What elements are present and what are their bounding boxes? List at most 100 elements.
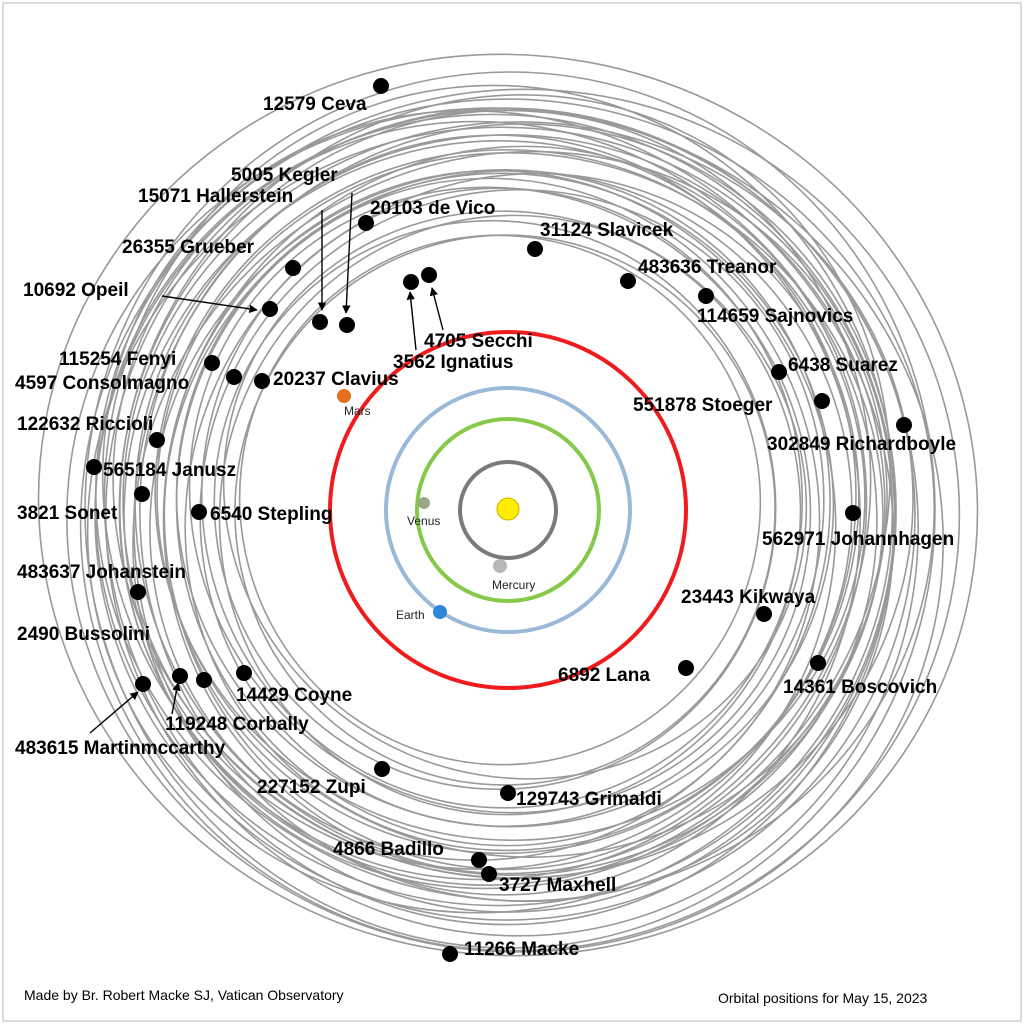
asteroid-suarez [771,364,787,380]
asteroid-orbit [118,109,872,881]
credit-author: Made by Br. Robert Macke SJ, Vatican Obs… [24,987,344,1003]
asteroid-secchi [421,267,437,283]
asteroid-maxhell [481,866,497,882]
label-venus: Venus [407,514,440,528]
orbit-mercury [458,460,558,560]
label-riccioli: 122632 Riccioli [17,414,153,435]
arrow-opeil [161,295,258,314]
label-de-vico: 20103 de Vico [370,198,495,219]
asteroid-stepling [191,504,207,520]
asteroid-ceva [373,78,389,94]
label-stoeger: 551878 Stoeger [633,395,773,416]
asteroid-fenyi [204,355,220,371]
label-mars: Mars [344,404,371,418]
arrow-ignatius [406,291,417,351]
label-sajnovics: 114659 Sajnovics [697,306,853,327]
planet-earth [433,605,447,619]
asteroid-orbit [175,177,821,847]
asteroid-johannhagen [845,505,861,521]
asteroid-orbit [133,123,897,913]
asteroid-kikwaya [756,606,772,622]
asteroid-orbit [156,152,884,858]
asteroid-coyne [236,665,252,681]
planet-mercury [493,559,507,573]
asteroid-orbit [163,169,837,871]
label-ceva: 12579 Ceva [263,94,367,115]
label-mercury: Mercury [492,578,535,592]
asteroid-grimaldi [500,785,516,801]
label-slavicek: 31124 Slavicek [540,220,674,241]
asteroid-sonet [134,486,150,502]
asteroid-janusz [86,459,102,475]
label-grueber: 26355 Grueber [122,237,255,258]
orbit-earth [384,386,632,634]
label-clavius: 20237 Clavius [273,369,399,390]
asteroid-riccioli [149,432,165,448]
credit-date: Orbital positions for May 15, 2023 [718,990,928,1006]
label-macke: 11266 Macke [464,939,579,960]
label-ignatius: 3562 Ignatius [393,352,513,373]
asteroid-macke [442,946,458,962]
pointer-arrows [89,192,444,734]
asteroid-orbit [222,210,808,780]
asteroid-lana [678,660,694,676]
label-zupi: 227152 Zupi [257,777,366,798]
asteroid-orbit [149,169,831,861]
planet-orbits [328,330,688,690]
label-richardboyle: 302849 Richardboyle [767,434,956,455]
planet-mars [337,389,351,403]
asteroid-opeil [262,301,278,317]
label-corbally: 119248 Corbally [165,714,309,735]
asteroid-orbit [201,187,803,809]
label-maxhell: 3727 Maxhell [499,875,616,896]
label-johannhagen: 562971 Johannhagen [762,529,954,550]
asteroid-grueber [285,260,301,276]
label-opeil: 10692 Opeil [23,280,129,301]
label-kikwaya: 23443 Kikwaya [681,587,816,608]
asteroid-orbit [238,234,762,766]
asteroid-bussolini [196,672,212,688]
label-bussolini: 2490 Bussolini [17,624,150,645]
arrow-corbally [171,682,181,715]
asteroid-stoeger [814,393,830,409]
planet-venus [418,497,430,509]
asteroid-badillo [471,852,487,868]
sun [496,497,520,521]
label-hallerstein: 15071 Hallerstein [138,186,293,207]
label-consolmagno: 4597 Consolmagno [15,373,189,394]
asteroid-markers [86,78,912,962]
orbit-mars [328,330,688,690]
orbit-venus [415,417,601,603]
asteroid-ignatius [403,274,419,290]
label-stepling: 6540 Stepling [210,504,333,525]
asteroid-corbally [172,668,188,684]
asteroid-slavicek [527,241,543,257]
label-kegler: 5005 Kegler [231,165,338,186]
asteroid-de-vico [358,215,374,231]
arrow-hallerstein [342,192,353,314]
asteroid-martinmccarthy [135,676,151,692]
asteroid-sajnovics [698,288,714,304]
asteroid-orbit [123,140,857,870]
label-martinmccarthy: 483615 Martinmccarthy [15,738,226,759]
label-coyne: 14429 Coyne [236,685,352,706]
asteroid-treanor [620,273,636,289]
asteroid-consolmagno [226,369,242,385]
label-janusz: 565184 Janusz [103,460,236,481]
asteroid-orbit [234,234,776,786]
asteroid-johanstein [130,584,146,600]
label-grimaldi: 129743 Grimaldi [516,789,662,810]
label-lana: 6892 Lana [558,665,650,686]
asteroid-labels: 12579 Ceva 5005 Kegler 15071 Hallerstein… [15,94,956,960]
asteroid-zupi [374,761,390,777]
asteroid-orbit [95,98,935,902]
